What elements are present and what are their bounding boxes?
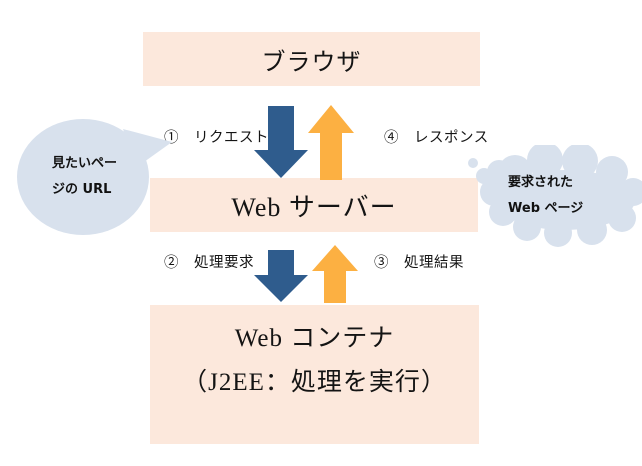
- request-flow-label: ① リクエスト: [164, 130, 269, 146]
- web-server-box: Web サーバー: [150, 178, 478, 232]
- response-up-arrow-icon: [308, 105, 354, 180]
- process-result-flow-label: ③ 処理結果: [374, 255, 464, 271]
- url-speech-bubble-shape: [17, 119, 172, 235]
- response-flow-label: ④ レスポンス: [384, 130, 489, 146]
- url-speech-bubble-line2: ジの URL: [52, 182, 112, 197]
- browser-box: ブラウザ: [143, 32, 480, 86]
- url-speech-bubble-line1: 見たいペー: [52, 156, 118, 171]
- result-thought-cloud-shape: [468, 145, 642, 247]
- result-thought-cloud-line2: Web ページ: [508, 201, 584, 216]
- browser-box-label: ブラウザ: [261, 49, 362, 76]
- request-down-arrow-icon: [254, 106, 308, 178]
- result-thought-cloud-line1: 要求された: [508, 175, 574, 190]
- result-thought-cloud-text: 要求された Web ページ: [508, 170, 583, 222]
- web-container-box-sublabel: （J2EE：処理を実行）: [182, 369, 447, 396]
- web-container-box: Web コンテナ （J2EE：処理を実行）: [150, 305, 479, 444]
- process-result-up-arrow-icon: [312, 245, 358, 303]
- process-request-flow-label: ② 処理要求: [164, 255, 254, 271]
- web-container-box-label: Web コンテナ: [234, 325, 395, 352]
- process-request-down-arrow-icon: [254, 250, 308, 302]
- web-server-box-label: Web サーバー: [231, 192, 397, 222]
- url-speech-bubble-text: 見たいペー ジの URL: [52, 151, 117, 203]
